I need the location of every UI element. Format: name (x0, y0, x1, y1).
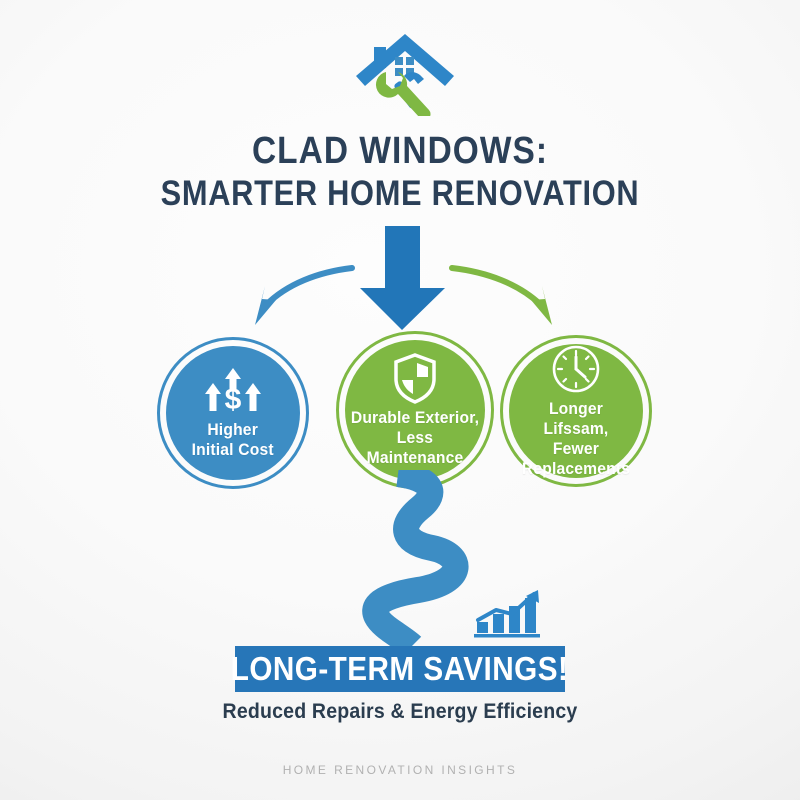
circle-disc: Longer Lifssam, Fewer Replacements (509, 344, 643, 478)
circle-label: Longer Lifssam, Fewer Replacements (521, 399, 631, 478)
banner-headline: LONG-TERM SAVINGS! (231, 650, 569, 687)
circle-label: Higher Initial Cost (191, 420, 275, 459)
circle-ring (500, 335, 652, 487)
clock-icon (550, 343, 602, 395)
banner-subtitle: Reduced Repairs & Energy Efficiency (222, 700, 578, 723)
circle-ring (157, 337, 309, 489)
growth-bar-chart-icon (472, 586, 544, 638)
circle-label: Durable Exterior, Less Maintenance (350, 408, 480, 467)
page-title: CLAD WINDOWS: SMARTER HOME RENOVATION (0, 129, 800, 215)
svg-text:$: $ (225, 383, 242, 416)
benefit-circle-longer-lifespan[interactable]: Longer Lifssam, Fewer Replacements (500, 335, 652, 487)
circle-disc: $ Higher Initial Cost (166, 346, 300, 480)
shield-icon (392, 352, 438, 404)
title-line-1: CLAD WINDOWS: (251, 130, 549, 172)
benefit-circle-higher-initial-cost[interactable]: $ Higher Initial Cost (157, 337, 309, 489)
circle-disc: Durable Exterior, Less Maintenance (345, 340, 485, 480)
left-curved-arrow (255, 265, 355, 325)
benefit-circle-durable-exterior[interactable]: Durable Exterior, Less Maintenance (336, 331, 494, 489)
main-down-arrow (360, 226, 445, 330)
house-with-tools-logo (350, 28, 460, 116)
right-curved-arrow (449, 265, 552, 325)
footer-brand: HOME RENOVATION INSIGHTS (282, 763, 518, 777)
dollar-with-up-arrows-icon: $ (202, 366, 264, 416)
winding-road-path (362, 470, 469, 650)
title-line-2: SMARTER HOME RENOVATION (160, 174, 640, 213)
long-term-savings-banner: LONG-TERM SAVINGS! (231, 646, 568, 692)
